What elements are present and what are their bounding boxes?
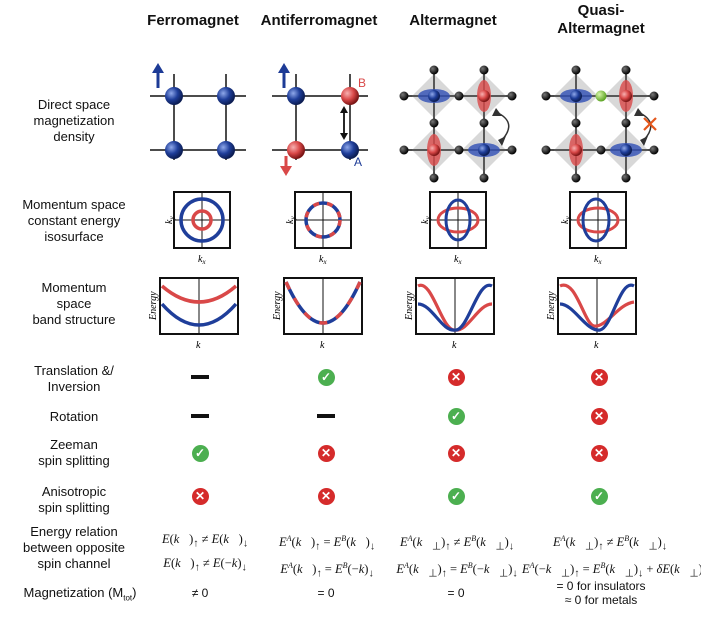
antiferro-lattice: B A [272, 63, 368, 176]
row-label-anisotropic: Anisotropic spin splitting [38, 484, 110, 515]
quasi-altermagnet-lattice [541, 65, 659, 183]
spin-up-arrow-icon [152, 63, 164, 88]
dopant-atom [595, 90, 607, 102]
quasi-magnetization-insulators: = 0 for insulators [556, 579, 646, 593]
ferro-energy-relation: E(k⃗)↑ ≠ E(k⃗)↓ E(k⃗)↑ ≠ E(−k)↓ [161, 532, 249, 573]
ferro-atom [217, 141, 235, 159]
afm-atom-up [287, 87, 305, 105]
altermagnet-energy-relation: EA(k⃗⊥)↑ ≠ EB(k⃗⊥)↓ EA(k⃗⊥)↑ = EB(−k⃗⊥)↓ [396, 534, 518, 580]
header-ferromagnet: Ferromagnet [147, 12, 239, 29]
double-arrow-icon [340, 106, 348, 140]
altermagnet-band-plot: Energy k [404, 277, 495, 351]
antiferro-isosurface-plot: ky kx [285, 191, 352, 266]
anisotropic-quasi-check-icon: ✓ [590, 487, 608, 505]
afm-atom-b [341, 87, 359, 105]
header-altermagnet: Altermagnet [409, 12, 497, 29]
rotation-alter-check-icon: ✓ [447, 407, 465, 425]
anisotropic-ferro-cross-icon: ✕ [191, 487, 209, 505]
zeeman-alter-cross-icon: ✕ [447, 444, 465, 462]
svg-text:k: k [594, 340, 599, 351]
zeeman-antiferro-cross-icon: ✕ [317, 444, 335, 462]
row-label-zeeman: Zeeman spin splitting [38, 437, 110, 468]
quasi-band-plot: Energy k [546, 277, 637, 351]
magnetization-label-end: ) [132, 585, 137, 600]
svg-text:ky: ky [560, 216, 572, 224]
quasi-isosurface-plot: ky kx [560, 191, 627, 266]
translation-quasi-cross-icon: ✕ [590, 368, 608, 386]
row-label-energy-relation: Energy relation between opposite spin ch… [23, 524, 125, 571]
translation-ferro-not-applicable-dash [191, 375, 209, 379]
spin-down-arrow-icon [280, 156, 292, 176]
quasi-energy-relation: EA(k⃗⊥)↑ ≠ EB(k⃗⊥)↓ EA(−k⃗⊥)↑ = EB(k⃗⊥)↓… [522, 534, 701, 580]
ferro-atom [165, 141, 183, 159]
row-label-magnetization: Magnetization (Mtot) [0, 585, 160, 607]
ferro-lattice [150, 63, 246, 160]
forbidden-cross-icon [643, 117, 657, 131]
svg-text:Energy: Energy [404, 291, 415, 321]
rotation-antiferro-not-applicable-dash [317, 414, 335, 418]
row-label-translation: Translation &/ Inversion [34, 363, 114, 394]
altermagnet-lattice [399, 65, 517, 183]
k-axis-label: k [196, 340, 201, 351]
svg-text:Energy: Energy [272, 291, 283, 321]
ferro-band-plot: Energy k [148, 277, 239, 351]
svg-text:ky: ky [420, 216, 432, 224]
site-label-a: A [354, 155, 362, 169]
site-label-b: B [358, 76, 366, 90]
afm-atom-a [341, 141, 359, 159]
antiferro-energy-relation: EA(k⃗)↑ = EB(k⃗)↓ EA(k⃗)↑ = EB(−k)↓ [278, 534, 376, 580]
header-antiferromagnet: Antiferromagnet [260, 12, 378, 29]
anisotropic-antiferro-cross-icon: ✕ [317, 487, 335, 505]
zeeman-quasi-cross-icon: ✕ [590, 444, 608, 462]
svg-text:k: k [452, 340, 457, 351]
ky-axis-label: ky [164, 216, 176, 224]
row-label-rotation: Rotation [49, 409, 99, 424]
antiferro-band-plot: Energy k [272, 277, 363, 351]
svg-text:kx: kx [454, 254, 462, 266]
rotation-arrow-icon [492, 108, 510, 146]
zeeman-ferro-check-icon: ✓ [191, 444, 209, 462]
quasi-magnetization-metals: ≈ 0 for metals [564, 593, 638, 607]
svg-text:kx: kx [319, 254, 327, 266]
row-label-band-structure: Momentum space band structure [32, 280, 116, 327]
kx-axis-label: kx [198, 254, 206, 266]
magnetization-label-text: Magnetization (M [23, 585, 124, 600]
altermagnet-isosurface-plot: ky kx [420, 191, 487, 266]
svg-text:ky: ky [285, 216, 297, 224]
ferro-atom [217, 87, 235, 105]
anisotropic-alter-check-icon: ✓ [447, 487, 465, 505]
spin-up-arrow-icon [278, 63, 290, 88]
row-label-direct-space: Direct space magnetization density [33, 97, 115, 144]
ferro-magnetization: ≠ 0 [191, 586, 209, 600]
svg-text:kx: kx [594, 254, 602, 266]
rotation-ferro-not-applicable-dash [191, 414, 209, 418]
row-label-isosurface: Momentum space constant energy isosurfac… [22, 197, 126, 244]
header-quasi-altermagnet: Quasi- Altermagnet [557, 2, 645, 37]
antiferro-magnetization: = 0 [317, 586, 335, 600]
svg-text:Energy: Energy [546, 291, 557, 321]
translation-alter-cross-icon: ✕ [447, 368, 465, 386]
energy-axis-label: Energy [148, 291, 159, 321]
altermagnet-magnetization: = 0 [447, 586, 465, 600]
magnetization-label-sub: tot [123, 593, 133, 603]
ferro-isosurface-plot: ky kx [164, 191, 231, 266]
svg-text:k: k [320, 340, 325, 351]
rotation-quasi-cross-icon: ✕ [590, 407, 608, 425]
translation-antiferro-check-icon: ✓ [317, 368, 335, 386]
afm-atom-down [287, 141, 305, 159]
ferro-atom [165, 87, 183, 105]
